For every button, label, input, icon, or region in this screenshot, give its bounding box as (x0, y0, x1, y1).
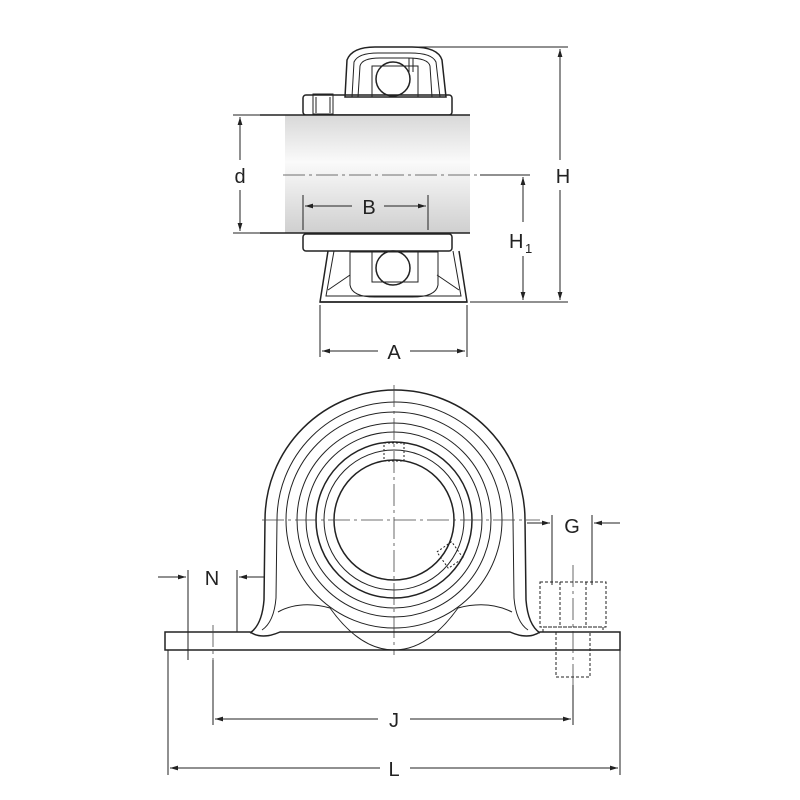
ball-upper (375, 61, 411, 97)
front-view: N G J L (158, 385, 621, 781)
label-L: L (388, 759, 399, 781)
label-H1-subscript: 1 (525, 241, 532, 256)
ball-lower (375, 250, 411, 286)
label-H1: H (509, 231, 523, 253)
bolt (555, 631, 591, 678)
outer-ring-lower (349, 251, 439, 298)
nut (539, 581, 607, 628)
label-G: G (564, 516, 580, 538)
inner-ring-upper (302, 94, 453, 116)
housing-upper (344, 46, 447, 98)
label-A: A (387, 342, 401, 364)
label-d: d (234, 166, 245, 188)
set-screw-front-side (436, 540, 464, 570)
label-J: J (389, 710, 399, 732)
label-N: N (205, 568, 219, 590)
shaft (285, 115, 470, 233)
set-screw-top (312, 93, 334, 115)
label-H: H (556, 166, 570, 188)
outer-ring-upper (357, 57, 433, 98)
base-plate (164, 631, 621, 651)
label-B: B (362, 197, 375, 219)
inner-ring-lower (302, 233, 453, 252)
side-view: d B H H 1 A (233, 46, 570, 364)
housing-outline (249, 389, 541, 634)
housing-lower (319, 250, 468, 303)
